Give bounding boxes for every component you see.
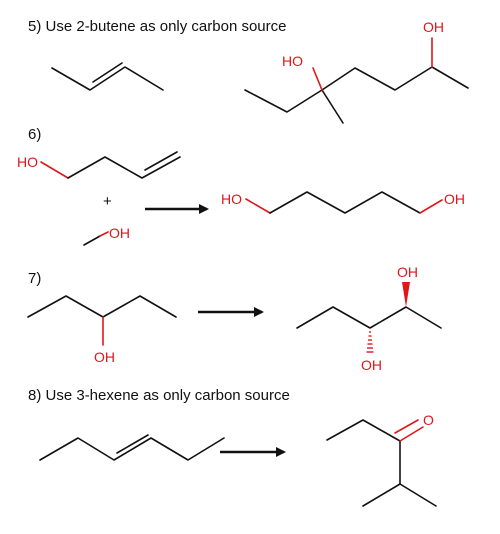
butenol-oh-bond: [40, 161, 69, 179]
hydroxyl-label-3: HO: [17, 154, 38, 170]
pentanediol-oh-bond-1: [245, 198, 271, 214]
hydroxyl-label-6: OH: [444, 191, 465, 207]
diol-main-chain: [244, 66, 469, 113]
butene-chain: [51, 66, 164, 91]
butenol-double-bond: [144, 151, 178, 171]
hydroxyl-label-4: OH: [109, 225, 130, 241]
carbonyl-oxygen-label: O: [423, 412, 434, 428]
hydroxyl-label-1: HO: [282, 53, 303, 69]
problem-7-label: 7): [28, 270, 41, 287]
wedge-bond: [402, 282, 410, 307]
methanol-oh-bond: [99, 231, 109, 237]
molecule-methanol: OH: [83, 225, 130, 246]
plus-sign: +: [103, 193, 112, 210]
hydroxyl-label-7: OH: [94, 349, 115, 365]
molecule-2-butene: [51, 62, 164, 91]
ketone-isopropyl: [362, 483, 437, 507]
pentanol-chain: [27, 295, 177, 318]
butene-double-bond: [92, 62, 123, 83]
problem-7: 7) OH OH OH: [27, 264, 442, 373]
ketone-ethyl: [326, 419, 401, 442]
molecule-pentanediol-stereo: OH OH: [296, 264, 442, 373]
problem-5: 5) Use 2-butene as only carbon source HO…: [28, 18, 469, 124]
pentanediol-chain: [269, 191, 421, 214]
molecule-ketone: O: [326, 412, 437, 507]
methanol-c-bond: [83, 235, 101, 246]
molecule-3-hexene: [39, 434, 225, 461]
carbonyl-bond-1: [399, 426, 424, 442]
molecule-butenol: HO: [17, 151, 181, 179]
molecule-diol-target: HO OH: [244, 19, 469, 124]
hydroxyl-label-5: HO: [221, 191, 242, 207]
molecule-pentanediol: HO OH: [221, 191, 465, 214]
hydroxyl-label-8: OH: [397, 264, 418, 280]
hexene-double-bond: [116, 434, 149, 454]
hydroxyl-label-2: OH: [423, 19, 444, 35]
diol-oh-bond-1: [312, 67, 323, 91]
hash-bond: [366, 331, 374, 353]
stereo-diol-chain: [296, 306, 442, 329]
hexene-chain: [39, 437, 225, 461]
molecule-3-pentanol: OH: [27, 295, 177, 365]
problem-8-label: 8) Use 3-hexene as only carbon source: [28, 387, 290, 404]
butenol-chain: [67, 156, 181, 179]
problem-5-label: 5) Use 2-butene as only carbon source: [28, 18, 286, 35]
problem-6-label: 6): [28, 126, 41, 143]
problem-6: 6) HO + OH HO OH: [17, 126, 465, 246]
carbonyl-bond-2: [394, 419, 419, 434]
diol-methyl-branch: [321, 89, 344, 124]
pentanediol-oh-bond-2: [419, 199, 443, 214]
problem-8: 8) Use 3-hexene as only carbon source O: [28, 387, 437, 507]
hydroxyl-label-9: OH: [361, 357, 382, 373]
